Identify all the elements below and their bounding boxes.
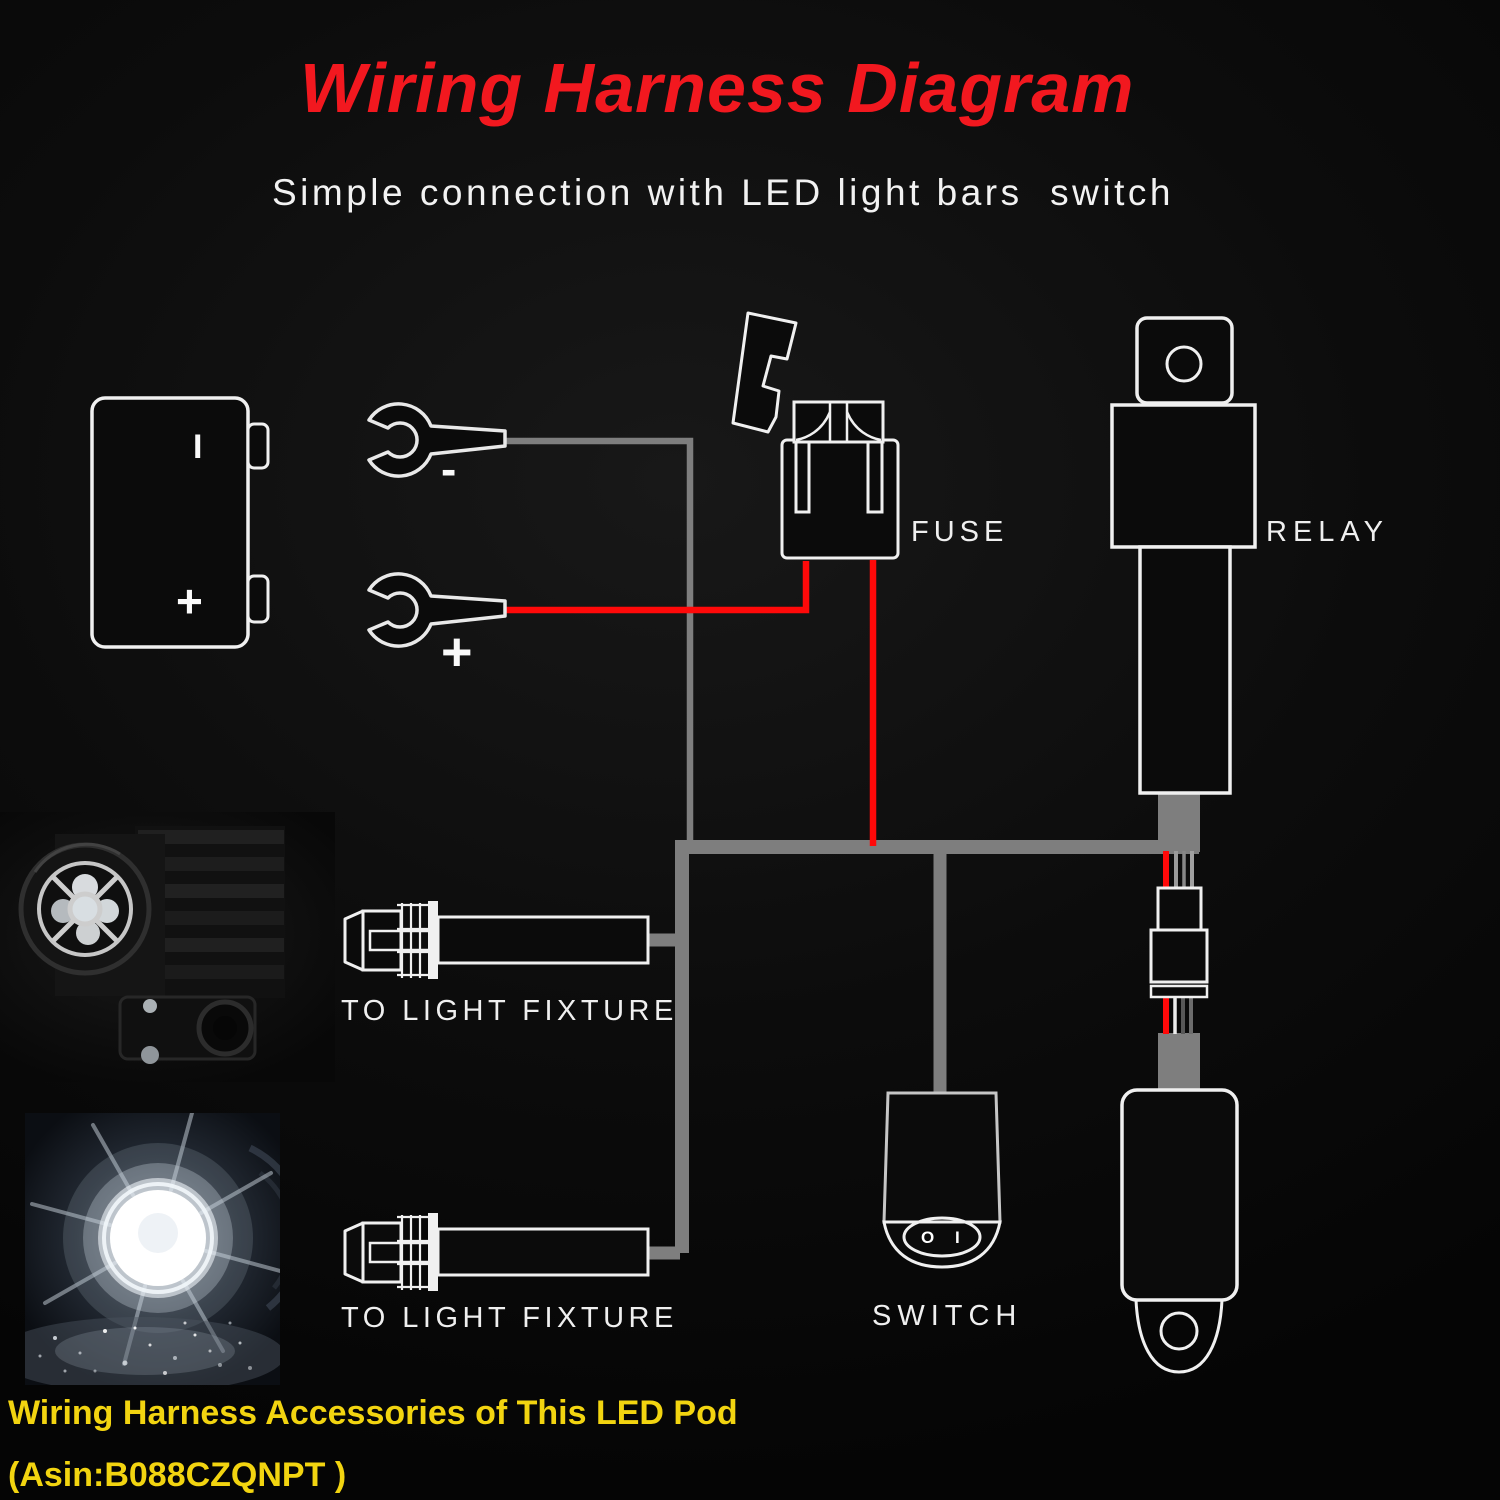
pod-clamp-mount (118, 995, 257, 1064)
negative-terminal-label: - (441, 443, 457, 495)
positive-terminal-lug (367, 572, 507, 648)
fixture1-label: TO LIGHT FIXTURE (341, 995, 678, 1027)
fuse-assembly (731, 311, 900, 560)
quick-connector (1149, 886, 1209, 999)
switch-label: SWITCH (872, 1300, 1023, 1332)
relay-body (1110, 403, 1257, 549)
switch-rocker-glyphs: O I (921, 1228, 968, 1247)
battery-negative-marker: I (193, 428, 203, 466)
end-connector-body (1120, 1088, 1239, 1302)
positive-terminal-label: + (441, 622, 473, 682)
switch-face (882, 1220, 1002, 1269)
switch-rocker (902, 1216, 982, 1258)
output-lead (1158, 1033, 1200, 1091)
page-title: Wiring Harness Diagram (300, 49, 1135, 127)
led-pod-lit-illustration (25, 1113, 280, 1385)
battery-terminal-top (246, 422, 270, 470)
pod-bezel-highlight (33, 842, 121, 873)
battery-positive-marker: + (176, 575, 203, 627)
fuse-label: FUSE (911, 516, 1009, 548)
wiring-layer (505, 437, 1200, 1260)
end-connector-tab (1134, 1299, 1224, 1374)
page-subtitle: Simple connection with LED light bars sw… (272, 172, 1174, 213)
wire-bundle-lower (1163, 996, 1193, 1034)
components-layer (90, 311, 1257, 1374)
footer-text-line1: Wiring Harness Accessories of This LED P… (8, 1394, 738, 1432)
led-pod-illustration (18, 826, 285, 1064)
fixture2-label: TO LIGHT FIXTURE (341, 1302, 678, 1334)
relay-lead (1158, 786, 1200, 852)
switch-body (882, 1091, 1002, 1224)
lit-pod-silhouette (248, 1144, 280, 1311)
switch (882, 1091, 1002, 1269)
lit-lens-glow (63, 1143, 253, 1333)
relay-mount-hole (1165, 345, 1203, 383)
negative-wire (505, 437, 694, 841)
led-pod-lit-photo (25, 1113, 280, 1385)
pod-grille (51, 875, 119, 943)
wire-bundle-upper (1163, 851, 1194, 889)
blade-fuse (792, 400, 885, 514)
harness-end-connector (1120, 1088, 1239, 1374)
relay-base (1138, 545, 1232, 795)
relay (1110, 316, 1257, 795)
sparkle-ground (25, 1317, 280, 1385)
light-rays (30, 1113, 280, 1366)
led-pod-photo (0, 812, 335, 1082)
relay-label: RELAY (1266, 516, 1389, 548)
battery (90, 396, 270, 649)
negative-terminal-lug (367, 402, 507, 478)
fuse-cover (731, 311, 798, 434)
battery-body (90, 396, 250, 649)
light-fixture-connector-2 (343, 1211, 650, 1293)
battery-terminal-bottom (246, 574, 270, 624)
light-fixture-connector-1 (343, 901, 650, 979)
footer-text-line2: (Asin:B088CZQNPT ) (8, 1456, 347, 1494)
positive-wire (505, 561, 810, 614)
end-connector-hole (1159, 1311, 1199, 1351)
